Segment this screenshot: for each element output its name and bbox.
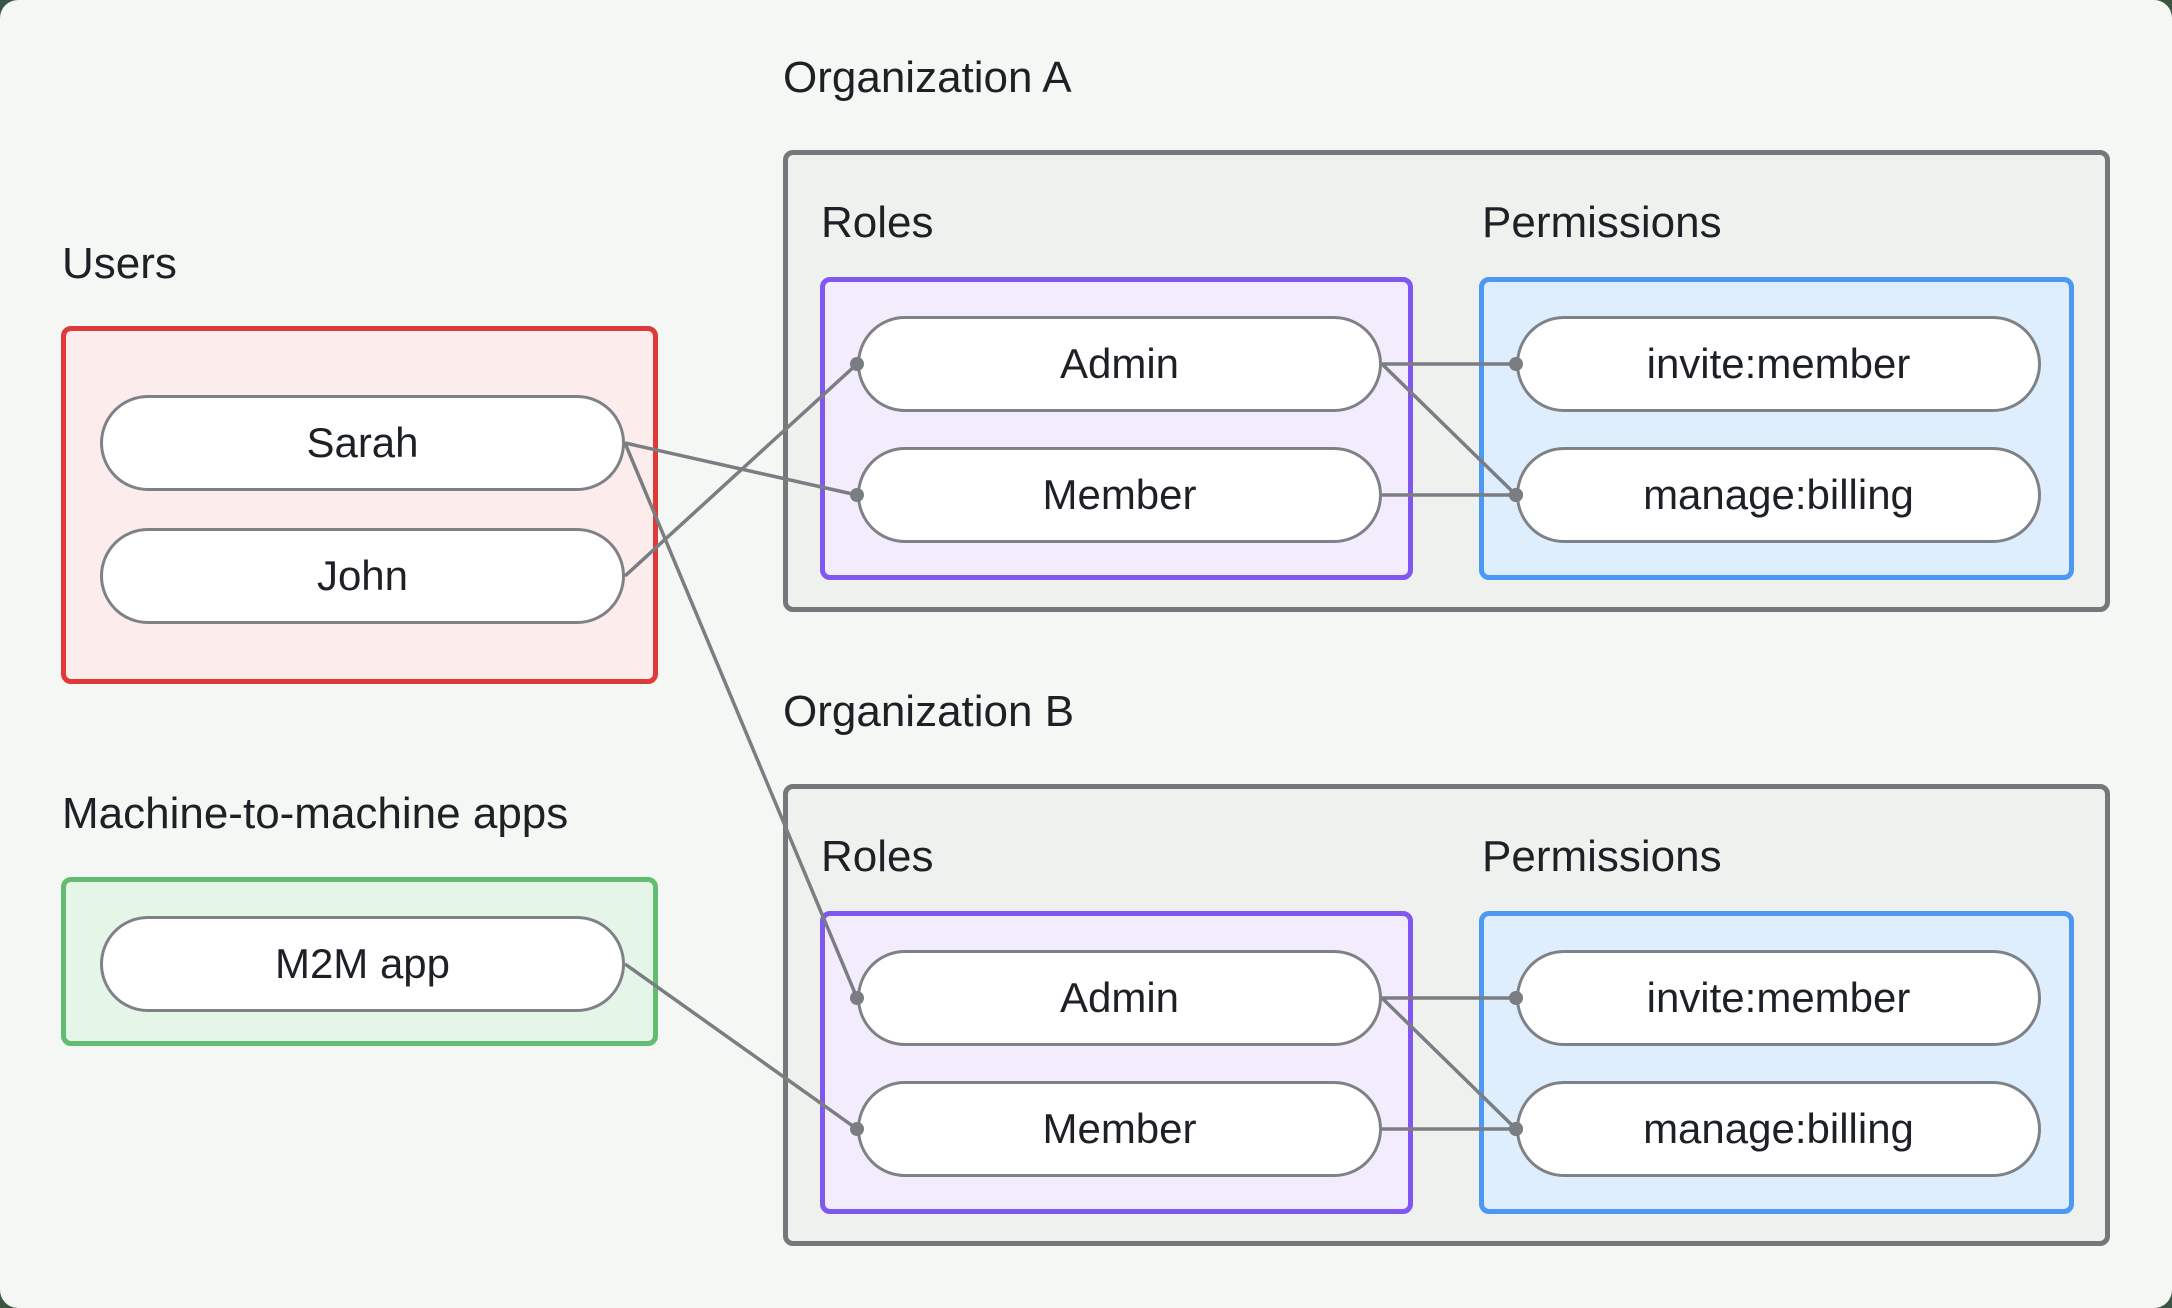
user-node-john: John	[100, 528, 625, 624]
organization-a-box: Roles Permissions Admin Member invite:me…	[783, 150, 2110, 612]
organization-b-roles-label: Roles	[821, 832, 934, 881]
users-section-title: Users	[62, 239, 177, 288]
org-a-role-member: Member	[857, 447, 1382, 543]
organization-b-permissions-box: invite:member manage:billing	[1479, 911, 2074, 1214]
m2m-section-title: Machine-to-machine apps	[62, 789, 569, 838]
organization-b-box: Roles Permissions Admin Member invite:me…	[783, 784, 2110, 1246]
user-node-sarah: Sarah	[100, 395, 625, 491]
m2m-group-box: M2M app	[61, 877, 658, 1046]
org-b-permission-invite-member: invite:member	[1516, 950, 2041, 1046]
organization-a-permissions-label: Permissions	[1482, 198, 1722, 247]
org-b-role-member: Member	[857, 1081, 1382, 1177]
organization-b-title: Organization B	[783, 687, 1075, 736]
org-b-role-admin: Admin	[857, 950, 1382, 1046]
organization-a-title: Organization A	[783, 53, 1072, 102]
organization-a-permissions-box: invite:member manage:billing	[1479, 277, 2074, 580]
org-b-permission-manage-billing: manage:billing	[1516, 1081, 2041, 1177]
org-a-permission-invite-member: invite:member	[1516, 316, 2041, 412]
users-group-box: Sarah John	[61, 326, 658, 684]
org-a-role-admin: Admin	[857, 316, 1382, 412]
organization-b-permissions-label: Permissions	[1482, 832, 1722, 881]
org-a-permission-manage-billing: manage:billing	[1516, 447, 2041, 543]
organization-a-roles-label: Roles	[821, 198, 934, 247]
organization-b-roles-box: Admin Member	[820, 911, 1413, 1214]
organization-a-roles-box: Admin Member	[820, 277, 1413, 580]
m2m-app-node: M2M app	[100, 916, 625, 1012]
